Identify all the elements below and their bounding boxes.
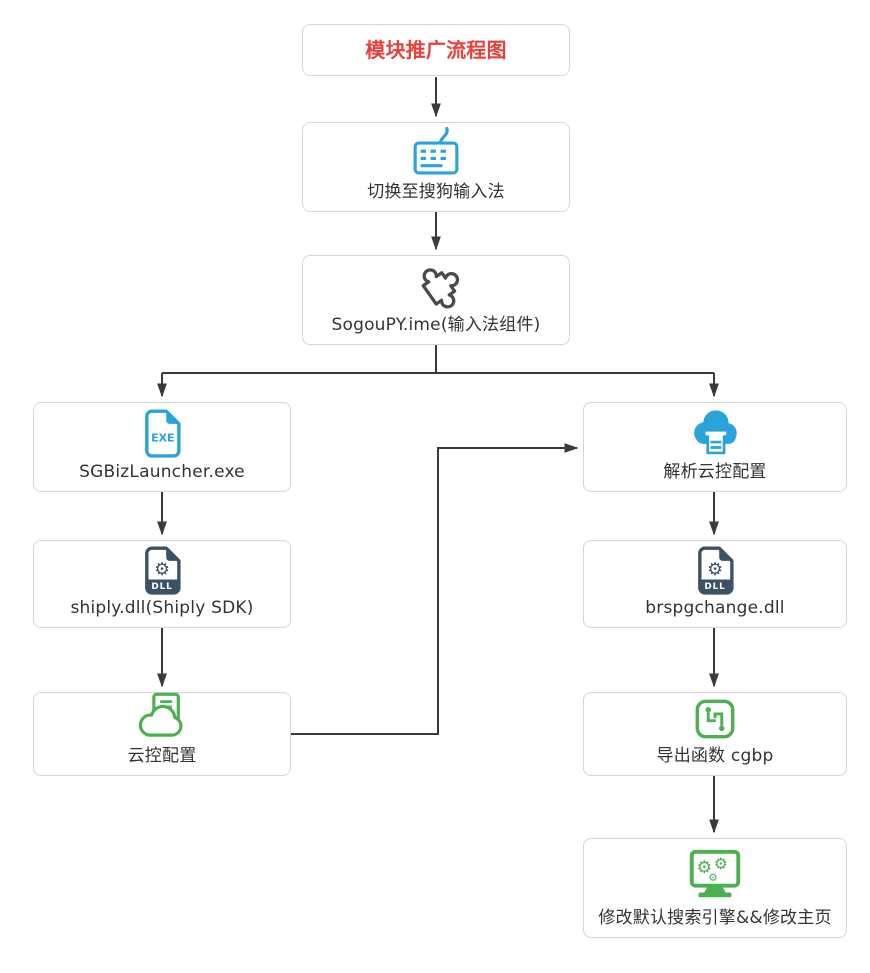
node-label: SogouPY.ime(输入法组件) — [331, 314, 541, 335]
dll-badge: DLL — [151, 582, 172, 592]
gear-glyph: ⚙ — [697, 858, 713, 878]
gear-glyph: ⚙ — [154, 560, 170, 580]
gear-glyph: ⚙ — [707, 560, 723, 580]
dll-file-icon: ⚙ DLL — [135, 540, 189, 598]
node-label: SGBizLauncher.exe — [79, 461, 245, 482]
monitor-gears-icon: ⚙ ⚙ ⚙ — [684, 839, 746, 908]
node-title: 模块推广流程图 — [302, 24, 570, 76]
gear-glyph: ⚙ — [708, 871, 718, 884]
node-modify-search: ⚙ ⚙ ⚙ 修改默认搜索引擎&&修改主页 — [583, 838, 847, 938]
puzzle-icon — [406, 251, 466, 315]
diagram-title: 模块推广流程图 — [365, 38, 507, 62]
node-label: 切换至搜狗输入法 — [367, 181, 505, 202]
gear-glyph: ⚙ — [714, 855, 728, 873]
cloud-printer-icon — [686, 400, 744, 462]
node-shiply: ⚙ DLL shiply.dll(Shiply SDK) — [33, 540, 291, 628]
node-switch-ime: 切换至搜狗输入法 — [302, 122, 570, 212]
node-sogoupy: SogouPY.ime(输入法组件) — [302, 255, 570, 345]
node-label: 导出函数 cgbp — [656, 745, 774, 766]
node-sgbizlauncher: EXE SGBizLauncher.exe — [33, 402, 291, 492]
node-label: 解析云控配置 — [663, 461, 767, 482]
node-label: brspgchange.dll — [645, 597, 785, 618]
node-parse-cloud-config: 解析云控配置 — [583, 402, 847, 492]
exe-file-icon: EXE — [135, 403, 189, 462]
cloud-document-icon — [133, 684, 191, 746]
export-function-icon — [688, 688, 742, 746]
dll-file-icon: ⚙ DLL — [688, 540, 742, 598]
node-label: 云控配置 — [127, 745, 197, 766]
node-label: 修改默认搜索引擎&&修改主页 — [598, 907, 832, 928]
node-cloud-config: 云控配置 — [33, 692, 291, 776]
edge-cloud-parse — [291, 443, 579, 735]
node-export-cgbp: 导出函数 cgbp — [583, 692, 847, 776]
exe-badge: EXE — [151, 432, 174, 445]
node-brspgchange: ⚙ DLL brspgchange.dll — [583, 540, 847, 628]
keyboard-icon — [407, 120, 465, 182]
edge-branch-trunk — [162, 345, 714, 374]
node-label: shiply.dll(Shiply SDK) — [70, 597, 254, 618]
dll-badge: DLL — [704, 582, 725, 592]
